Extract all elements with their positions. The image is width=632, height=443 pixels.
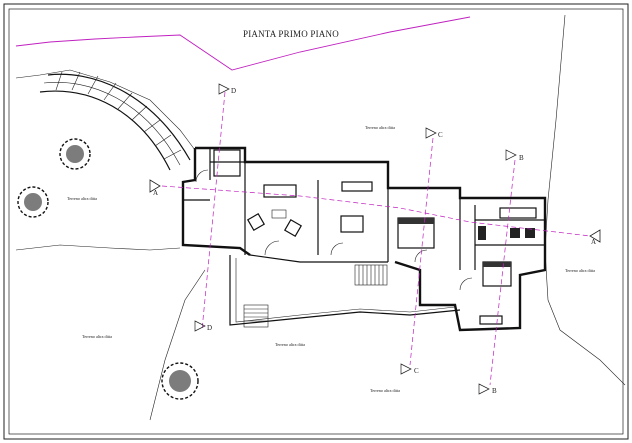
- kitchen-counter: [341, 181, 373, 192]
- area-label: Terreno altra ditta: [365, 125, 395, 130]
- drawing-frame-outer: [3, 3, 629, 440]
- marker-arrow-B-bottom: [478, 383, 490, 395]
- drawing-frame-inner: [8, 8, 624, 435]
- tree-symbol-3: [161, 362, 199, 400]
- bath-fixture-1: [478, 226, 486, 240]
- door-arc-1: [264, 240, 280, 256]
- area-label: Terreno altra ditta: [370, 388, 400, 393]
- marker-arrow-D-top: [218, 83, 230, 95]
- door-arc-4: [195, 169, 209, 183]
- marker-arrow-C-top: [425, 127, 437, 139]
- closet: [479, 315, 503, 325]
- section-marker-C-bottom: C: [414, 367, 419, 375]
- section-marker-B-bottom: B: [492, 387, 497, 395]
- door-arc-5: [459, 277, 473, 291]
- coffee-table: [271, 209, 287, 219]
- marker-arrow-D-bottom: [194, 320, 206, 332]
- section-marker-C-top: C: [438, 131, 443, 139]
- sofa: [263, 184, 297, 198]
- terrain-outline-left-lower: [15, 244, 181, 251]
- bed-master: [397, 217, 435, 249]
- terrain-outline-right: [544, 14, 626, 386]
- bath-fixture-2: [510, 228, 520, 238]
- entry-box: [213, 149, 241, 177]
- bathtub: [499, 207, 537, 219]
- bed-second: [482, 261, 512, 287]
- section-line-B: [489, 159, 516, 386]
- area-label: Terreno altra ditta: [565, 268, 595, 273]
- armchair-1: [246, 212, 266, 232]
- section-marker-B-top: B: [519, 154, 524, 162]
- section-marker-D-top: D: [231, 87, 236, 95]
- section-line-D: [201, 91, 226, 331]
- door-arc-2: [330, 242, 344, 256]
- tree-symbol-1: [59, 138, 91, 170]
- dining-table: [340, 215, 364, 233]
- section-line-C: [409, 137, 434, 366]
- section-marker-A-right: A: [591, 238, 596, 246]
- tree-symbol-2: [17, 186, 49, 218]
- terrain-outline-bottom: [149, 269, 206, 421]
- section-line-A: [149, 179, 601, 243]
- section-marker-D-bottom: D: [207, 324, 212, 332]
- armchair-2: [283, 218, 303, 238]
- area-label: Terreno altra ditta: [275, 342, 305, 347]
- door-arc-3: [414, 249, 428, 263]
- marker-arrow-B-top: [505, 149, 517, 161]
- bath-fixture-3: [525, 228, 535, 238]
- building-plan: [181, 146, 547, 332]
- stairs-middle: [354, 264, 388, 286]
- area-label: Terreno altra ditta: [67, 196, 97, 201]
- marker-arrow-C-bottom: [400, 363, 412, 375]
- stairs-lower: [243, 304, 269, 328]
- curved-terrace: [39, 71, 191, 171]
- section-marker-A-left: A: [153, 189, 158, 197]
- area-label: Terreno altra ditta: [82, 334, 112, 339]
- plan-title: PIANTA PRIMO PIANO: [243, 29, 339, 39]
- terrain-outline-left: [15, 69, 196, 151]
- property-boundary-line: [15, 16, 471, 71]
